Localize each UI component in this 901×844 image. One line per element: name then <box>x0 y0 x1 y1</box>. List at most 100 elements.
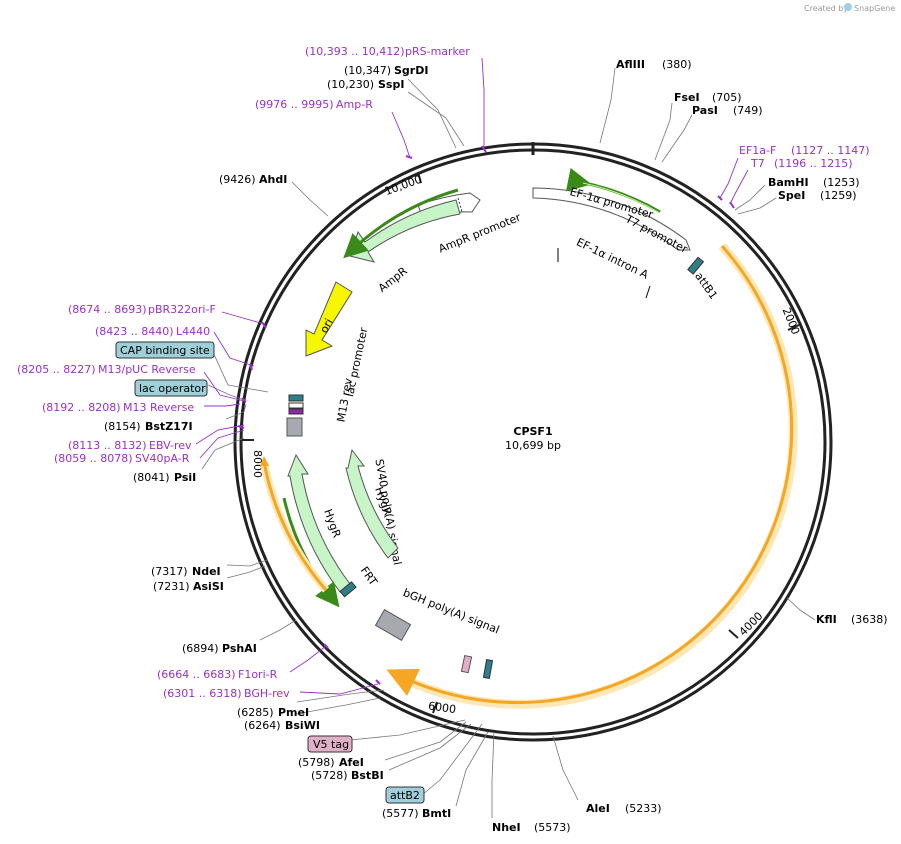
tag-lac-operator[interactable]: lac operator <box>134 379 208 397</box>
primer-ebv-rev[interactable]: (8113 .. 8132) EBV-rev <box>68 439 192 452</box>
primer-l4440[interactable]: (8423 .. 8440) L4440 <box>95 325 210 338</box>
site-position: (3638) <box>851 613 888 626</box>
m13-rev-label: M13 rev <box>335 377 356 424</box>
site-position: (1259) <box>820 189 857 202</box>
frt-label: FRT <box>358 564 380 588</box>
site-position: (10,230) <box>327 78 374 91</box>
site-sgrdi[interactable]: (10,347) SgrDI <box>344 64 428 77</box>
site-afei[interactable]: (5798) AfeI <box>298 756 364 769</box>
primer-m13-reverse[interactable]: (8192 .. 8208) M13 Reverse <box>42 401 194 414</box>
site-position: (6285) <box>237 706 274 719</box>
site-afliii[interactable]: AflIII (380) <box>616 58 692 71</box>
frt-feature <box>339 581 357 598</box>
bgh-label: bGH poly(A) signal <box>401 586 501 637</box>
site-pshai[interactable]: (6894) PshAI <box>182 642 257 655</box>
primer-pbr322ori-f[interactable]: (8674 .. 8693) pBR322ori-F <box>68 303 216 316</box>
primer-range: (8205 .. 8227) <box>17 363 96 376</box>
site-name: BstZ17I <box>145 420 193 433</box>
site-bmti[interactable]: (5577) BmtI <box>382 807 451 820</box>
primer-name: T7 <box>750 157 765 170</box>
site-pasi[interactable]: PasI (749) <box>692 104 763 117</box>
site-position: (705) <box>712 91 742 104</box>
site-name: NheI <box>492 821 521 834</box>
tick-label-6000: 6000 <box>427 699 457 716</box>
primer-range: (8674 .. 8693) <box>68 303 147 316</box>
primer-bgh-rev[interactable]: (6301 .. 6318) BGH-rev <box>163 687 290 700</box>
tick-marks <box>242 171 800 714</box>
snapgene-brand: SnapGene <box>854 4 895 13</box>
tag-attb2[interactable]: attB2 <box>385 786 425 804</box>
sv40-polya-feature <box>286 417 303 437</box>
site-ahdi[interactable]: (9426) AhdI <box>219 173 287 186</box>
site-name: SgrDI <box>394 64 428 77</box>
primer-sv40pa-r[interactable]: (8059 .. 8078) SV40pA-R <box>54 452 190 465</box>
primer-m13-puc-reverse[interactable]: (8205 .. 8227) M13/pUC Reverse <box>17 363 196 376</box>
site-position: (9426) <box>219 173 256 186</box>
v5-tag-feature <box>460 654 473 674</box>
ef1a-intron-label: EF-1α intron A <box>574 236 651 282</box>
tick-label-8000: 8000 <box>251 450 264 478</box>
site-name: PsiI <box>174 471 196 484</box>
snapgene-logo-icon <box>844 3 852 11</box>
site-name: AleI <box>586 802 610 815</box>
site-name: PasI <box>692 104 718 117</box>
primer-range: (6301 .. 6318) <box>163 687 242 700</box>
site-bstbi[interactable]: (5728) BstBI <box>311 769 384 782</box>
ampr-promoter-label: AmpR promoter <box>437 211 523 256</box>
tag-label: lac operator <box>139 382 206 395</box>
tag-label: V5 tag <box>313 738 349 751</box>
site-ndei[interactable]: (7317) NdeI <box>151 565 221 578</box>
site-name: AhdI <box>259 173 287 186</box>
ef1a-promoter-feature <box>532 167 691 251</box>
m13-rev-feature <box>288 408 304 415</box>
site-position: (5577) <box>382 807 419 820</box>
primer-f1ori-r[interactable]: (6664 .. 6683) F1ori-R <box>157 668 278 681</box>
ori-label: ori <box>317 316 335 335</box>
tag-label: attB2 <box>390 789 420 802</box>
site-bstz17i[interactable]: (8154) BstZ17I <box>104 420 193 433</box>
hygr-outer-label: HygR <box>321 507 343 539</box>
primer-prs-marker[interactable]: (10,393 .. 10,412) pRS-marker <box>305 45 470 58</box>
primer-range: (8423 .. 8440) <box>95 325 174 338</box>
primer-ef1a-f[interactable]: EF1a-F (1127 .. 1147) <box>739 144 870 157</box>
primer-range: (8113 .. 8132) <box>68 439 147 452</box>
site-name: NdeI <box>192 565 221 578</box>
site-position: (5233) <box>625 802 662 815</box>
primer-range: (1196 .. 1215) <box>774 157 853 170</box>
site-name: FseI <box>674 91 700 104</box>
site-alei[interactable]: AleI (5233) <box>586 802 662 815</box>
site-sspi[interactable]: (10,230) SspI <box>327 78 404 91</box>
site-psii[interactable]: (8041) PsiI <box>133 471 196 484</box>
cpsf1-orf-feature <box>386 242 798 709</box>
primer-name: Amp-R <box>336 98 373 111</box>
site-kfli[interactable]: KflI (3638) <box>816 613 888 626</box>
site-position: (8041) <box>133 471 170 484</box>
site-spei[interactable]: SpeI (1259) <box>778 189 857 202</box>
site-bamhi[interactable]: BamHI (1253) <box>768 176 860 189</box>
site-nhei[interactable]: NheI (5573) <box>492 821 571 834</box>
site-fsei[interactable]: FseI (705) <box>674 91 742 104</box>
tag-label: CAP binding site <box>120 344 210 357</box>
tick-label-10000: 10,000 <box>383 173 424 198</box>
primer-name: pBR322ori-F <box>148 303 216 316</box>
site-position: (8154) <box>104 420 141 433</box>
ampr-feature <box>343 188 461 263</box>
site-asisi[interactable]: (7231) AsiSI <box>153 580 224 593</box>
primer-name: F1ori-R <box>238 668 278 681</box>
primer-t7[interactable]: T7 (1196 .. 1215) <box>750 157 853 170</box>
primer-marks <box>237 145 735 685</box>
left-orf-arrow-icon <box>260 456 269 466</box>
site-position: (7231) <box>153 580 190 593</box>
primer-range: (1127 .. 1147) <box>791 144 870 157</box>
tag-v5[interactable]: V5 tag <box>307 735 353 753</box>
leader-lines <box>201 67 816 818</box>
site-bsiwi[interactable]: (6264) BsiWI <box>244 719 320 732</box>
attb1-feature <box>687 256 705 275</box>
site-name: AsiSI <box>193 580 224 593</box>
site-name: PshAI <box>222 642 257 655</box>
primer-amp-r[interactable]: (9976 .. 9995) Amp-R <box>255 98 373 111</box>
ampr-label: AmpR <box>376 264 410 295</box>
tag-cap-binding-site[interactable]: CAP binding site <box>115 341 215 359</box>
site-pmei[interactable]: (6285) PmeI <box>237 706 309 719</box>
